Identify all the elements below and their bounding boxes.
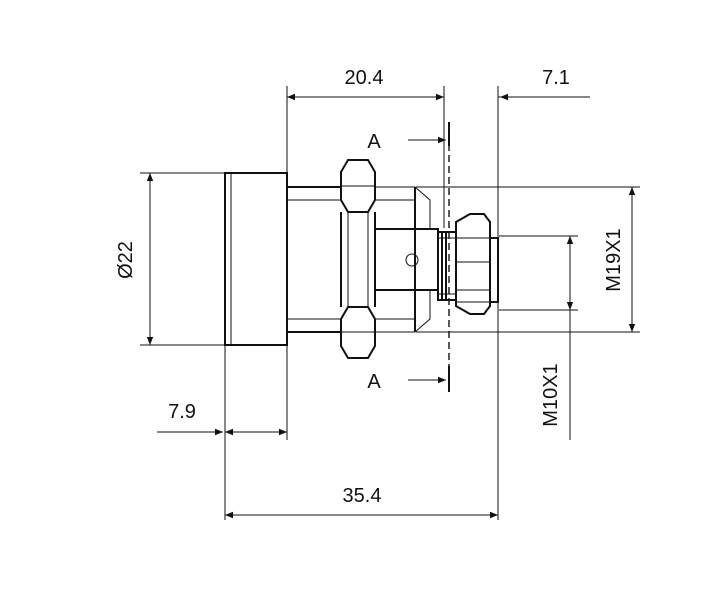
pin-hole <box>405 253 419 267</box>
dim-label-7-1: 7.1 <box>542 67 570 89</box>
terminal-stud <box>437 231 457 301</box>
section-label-bottom: A <box>367 371 381 393</box>
dim-label-7-9: 7.9 <box>168 401 196 423</box>
dim-label-35-4: 35.4 <box>343 485 382 507</box>
dimension-top-left: 20.4 <box>286 67 445 228</box>
dimension-left-small: 7.9 <box>157 333 288 520</box>
dim-label-diameter: Ø22 <box>115 241 137 279</box>
body-cylinder <box>287 186 439 333</box>
dimension-thread-large: M19X1 <box>416 186 640 333</box>
dim-label-m19x1: M19X1 <box>603 228 625 291</box>
knob-cap <box>224 172 288 346</box>
large-hex-nut <box>340 159 376 359</box>
section-label-top: A <box>367 131 381 153</box>
dim-label-20-4: 20.4 <box>345 67 384 89</box>
dimension-overall: 35.4 <box>225 485 498 519</box>
dimension-diameter: Ø22 <box>115 172 224 346</box>
small-hex-nut <box>455 213 499 315</box>
section-line-a: A A <box>367 122 450 393</box>
dimension-thread-small: M10X1 <box>499 235 578 440</box>
dim-label-m10x1: M10X1 <box>540 363 562 426</box>
dimension-top-right: 7.1 <box>497 67 590 520</box>
